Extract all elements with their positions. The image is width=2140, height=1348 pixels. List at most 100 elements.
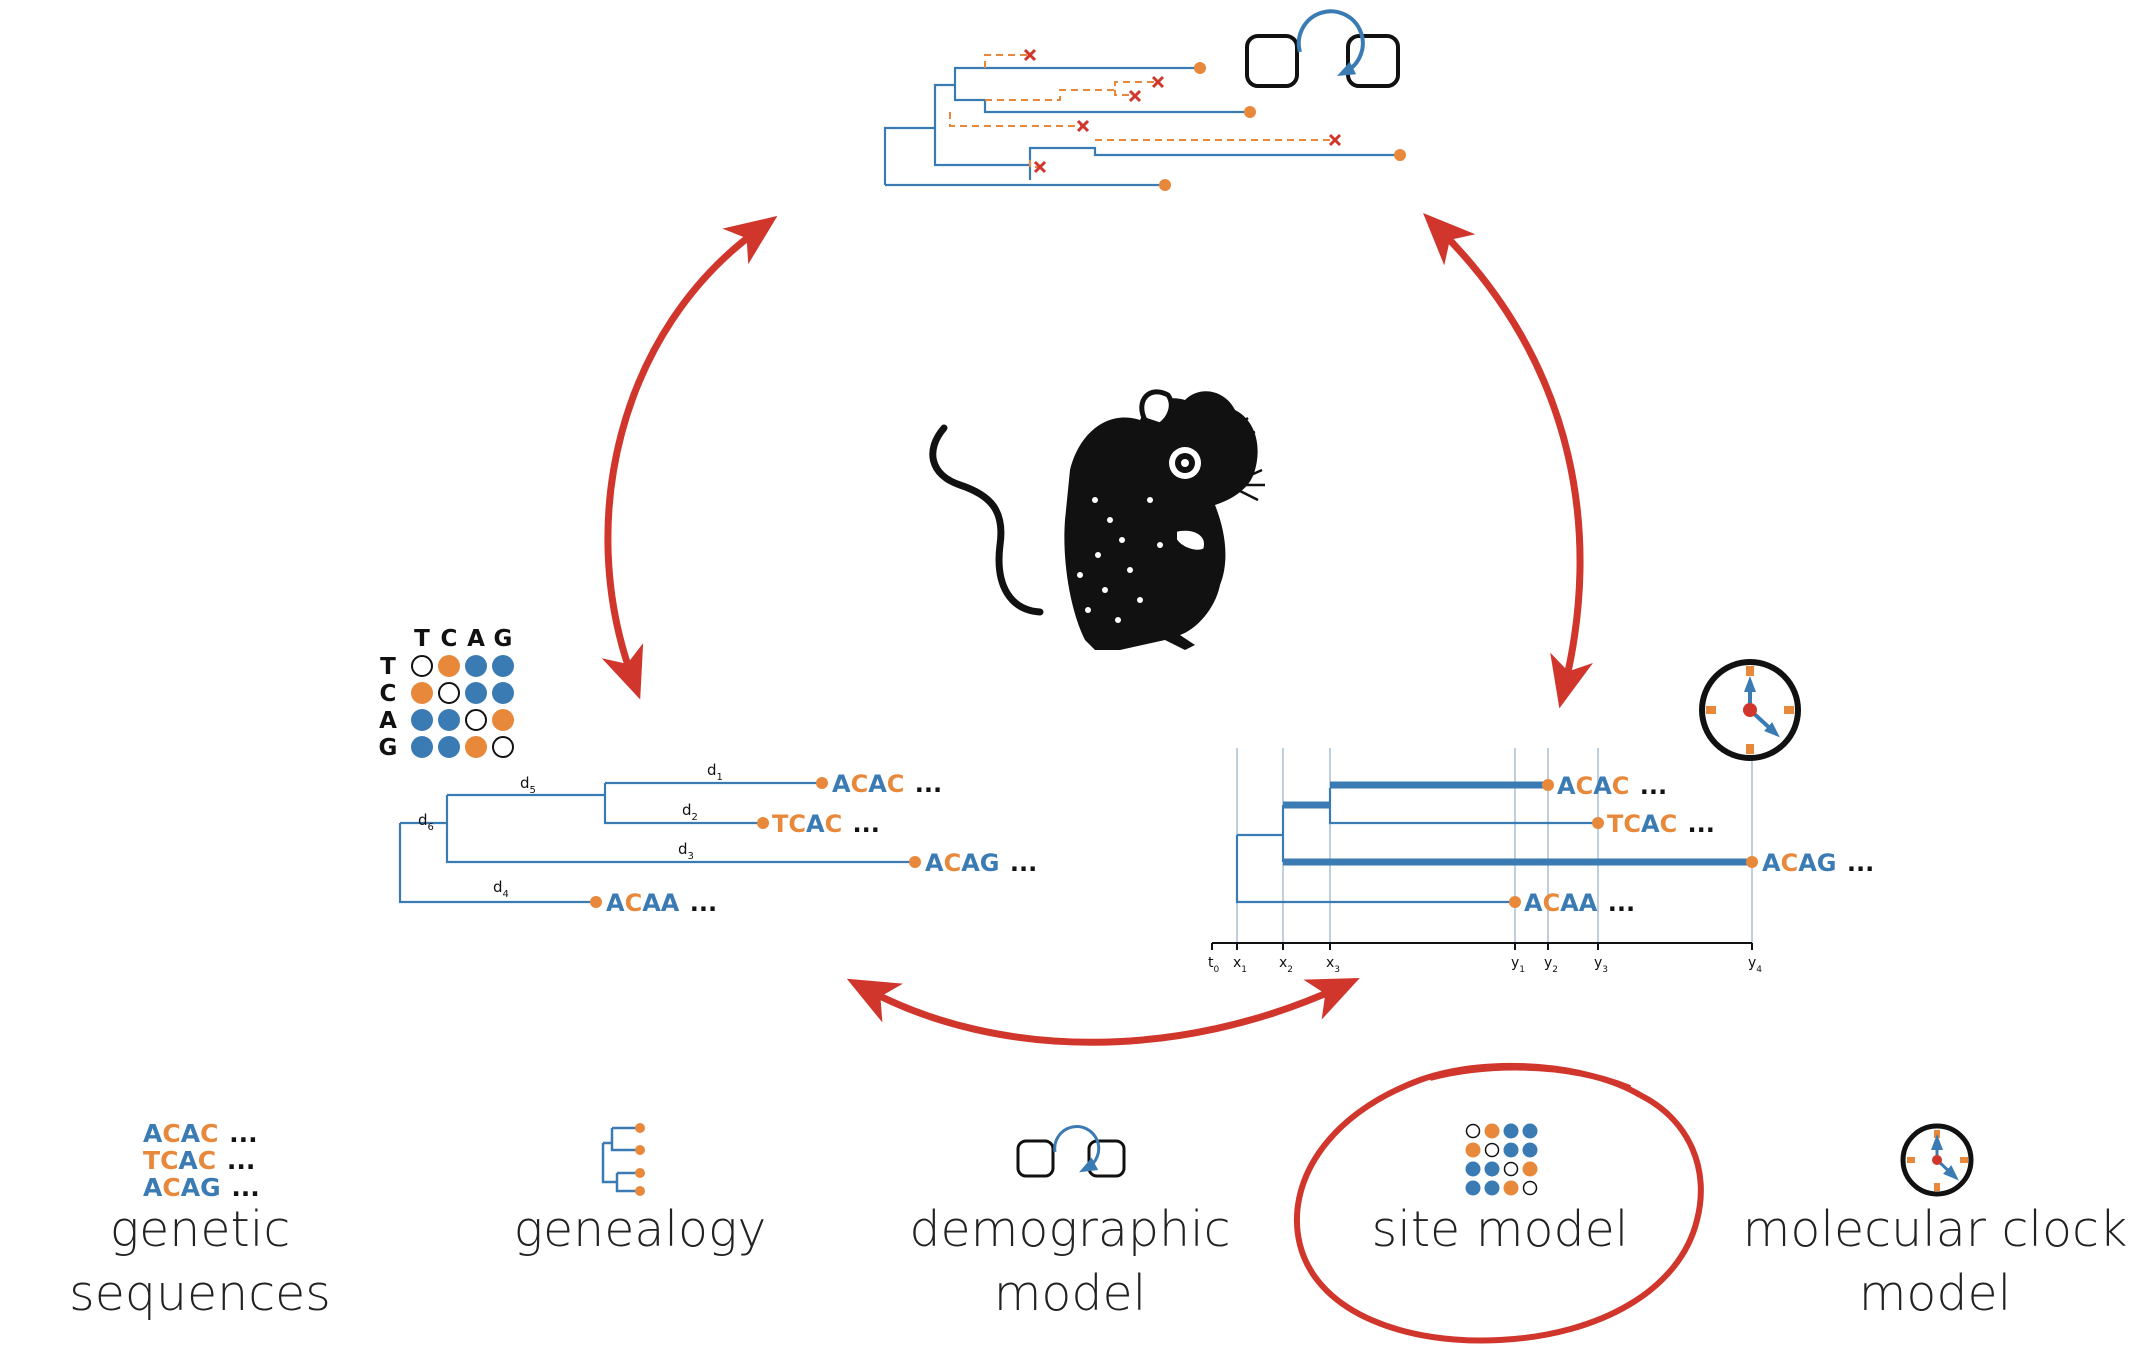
sequence-ellipsis: ... [844,810,880,838]
matrix-cell [411,736,433,758]
matrix-cell [492,736,514,758]
matrix-cell [1465,1123,1481,1139]
sequence-base: G [1817,849,1837,877]
matrix-cell [465,682,487,704]
sequence-ellipsis: ... [223,1173,260,1202]
sequence-base: A [143,1173,163,1202]
branch-label-sub: 5 [530,785,536,796]
matrix-cell [411,655,433,677]
sequence-base: A [181,1119,201,1148]
branch-label-main: d [707,761,717,779]
sequence-label: ACAC ... [1557,772,1667,800]
genealogy-legend-icon [601,1123,645,1196]
branch-label-sub: 2 [692,812,698,823]
sequence-base: A [143,1119,163,1148]
matrix-cell [1522,1142,1538,1158]
matrix-cell [492,655,514,677]
matrix-cell [1503,1161,1519,1177]
matrix-cell [1522,1123,1538,1139]
sequence-ellipsis: ... [1679,810,1715,838]
matrix-cell [492,682,514,704]
legend-site-model: site model [1340,1198,1660,1262]
sequence-base: A [606,889,625,917]
matrix-cell [465,709,487,731]
matrix-cell [1484,1123,1500,1139]
matrix-cell [1522,1180,1538,1196]
matrix-col-label: T [414,626,430,652]
top-genealogy [883,48,1406,191]
matrix-row-label: G [379,735,398,761]
sequence-base: C [162,1173,180,1202]
branch-length-label: d5 [520,774,536,796]
matrix-cell [411,682,433,704]
matrix-cell [438,736,460,758]
legend-label-line1: molecular clock [1742,1201,2128,1258]
matrix-cell [1465,1142,1481,1158]
axis-tick-label: y2 [1544,955,1558,975]
sequence-ellipsis: ... [220,1119,257,1148]
branch-label-main: d [678,840,688,858]
matrix-cell [438,682,460,704]
sequence-ellipsis: ... [1599,889,1635,917]
clock-icon-large [1699,659,1801,761]
matrix-row-label: T [380,654,396,680]
sequence-label: ACAG ... [1762,849,1874,877]
sequence-base: G [200,1173,221,1202]
branch-length-label: d1 [707,761,723,783]
legend-label-line1: genetic [109,1201,291,1258]
branch-label-sub: 6 [428,822,434,833]
matrix-cell [1503,1123,1519,1139]
matrix-cell [1465,1161,1481,1177]
sequence-base: A [1579,889,1598,917]
sequence-base: T [1607,810,1624,838]
legend-label-line2: model [993,1265,1147,1322]
sequence-ellipsis: ... [218,1146,255,1175]
sequence-base: C [198,1146,216,1175]
site-model-highlight-ring [1293,1062,1704,1344]
site-model-legend-icon [1465,1123,1538,1196]
sequence-base: A [181,1173,201,1202]
sequences-legend-icon: ACAC ...TCAC ...ACAG ... [143,1119,260,1202]
sequence-base: C [1612,772,1630,800]
sequence-base: A [1641,810,1660,838]
sequence-label: ACAG ... [143,1173,260,1202]
sequence-ellipsis: ... [1838,849,1874,877]
matrix-row-label: C [380,681,397,707]
branch-label-main: d [520,774,530,792]
sequence-base: C [160,1146,178,1175]
axis-tick-label: y1 [1511,955,1525,975]
sequence-base: A [806,810,825,838]
matrix-row-label: A [379,708,397,734]
branch-label-sub: 1 [717,772,723,783]
sequence-base: A [925,849,944,877]
sequence-ellipsis: ... [1631,772,1667,800]
legend-molecular-clock-model: molecular clock model [1735,1198,2135,1326]
sequence-base: C [625,889,643,917]
sequence-base: A [961,849,980,877]
clock-legend-icon [1900,1123,1974,1197]
branch-length-label: d2 [682,801,698,823]
sequence-base: C [200,1119,218,1148]
axis-tick-label: x1 [1233,955,1247,975]
sequence-label: TCAC ... [1607,810,1715,838]
sequence-base: C [825,810,843,838]
sequence-base: C [1660,810,1678,838]
matrix-cell [1522,1161,1538,1177]
sequence-base: A [1560,889,1579,917]
sequence-base: G [980,849,1000,877]
sequence-base: A [661,889,680,917]
arrow-bottom [846,978,1360,1046]
sequence-base: T [772,810,789,838]
sequence-label: ACAC ... [832,770,942,798]
axis-tick-label: y4 [1748,955,1762,975]
sequence-base: C [944,849,962,877]
mouse-icon [929,389,1265,650]
sequence-base: C [887,770,905,798]
sequence-label: ACAG ... [925,849,1037,877]
matrix-cell [1484,1142,1500,1158]
matrix-col-label: G [494,626,513,652]
axis-tick-label: y3 [1594,955,1608,975]
